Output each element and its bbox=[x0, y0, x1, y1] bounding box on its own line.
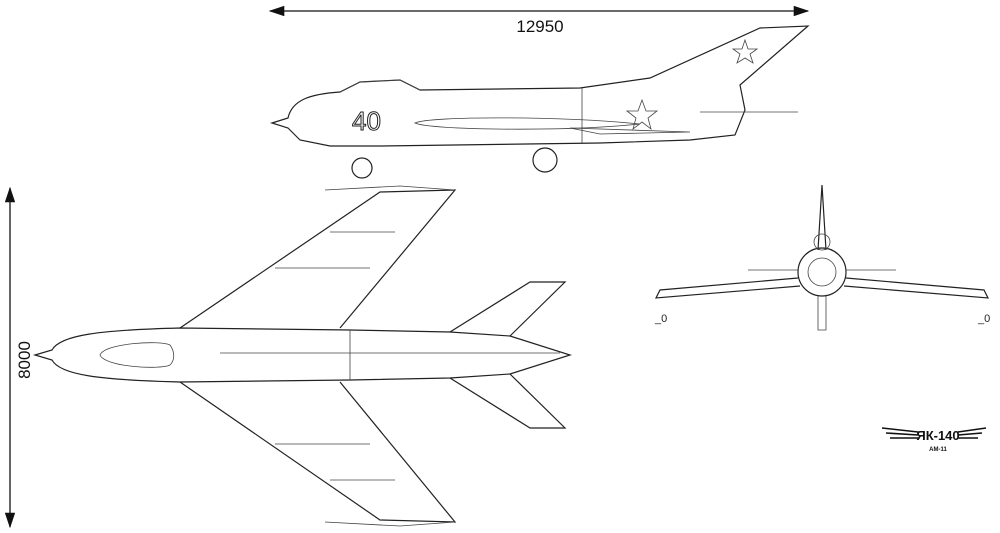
yak-logo: ЯК-140 АМ-11 bbox=[881, 427, 987, 453]
landing-gear-mark-left: _0 bbox=[654, 313, 667, 325]
length-dimension: 12950 bbox=[268, 5, 810, 36]
star-insignia-tail bbox=[731, 38, 759, 64]
span-dimension: 8000 bbox=[4, 186, 34, 529]
top-view bbox=[32, 185, 572, 527]
star-insignia-fuselage bbox=[625, 98, 659, 131]
logo-title: ЯК-140 bbox=[916, 428, 959, 443]
span-label: 8000 bbox=[15, 341, 34, 379]
length-label: 12950 bbox=[516, 17, 563, 36]
landing-gear-mark-right: _0 bbox=[977, 313, 990, 325]
side-view: 40 bbox=[269, 25, 810, 179]
logo-subtitle: АМ-11 bbox=[929, 447, 947, 453]
tail-number: 40 bbox=[352, 106, 381, 136]
front-view: _0 _0 bbox=[654, 184, 990, 331]
